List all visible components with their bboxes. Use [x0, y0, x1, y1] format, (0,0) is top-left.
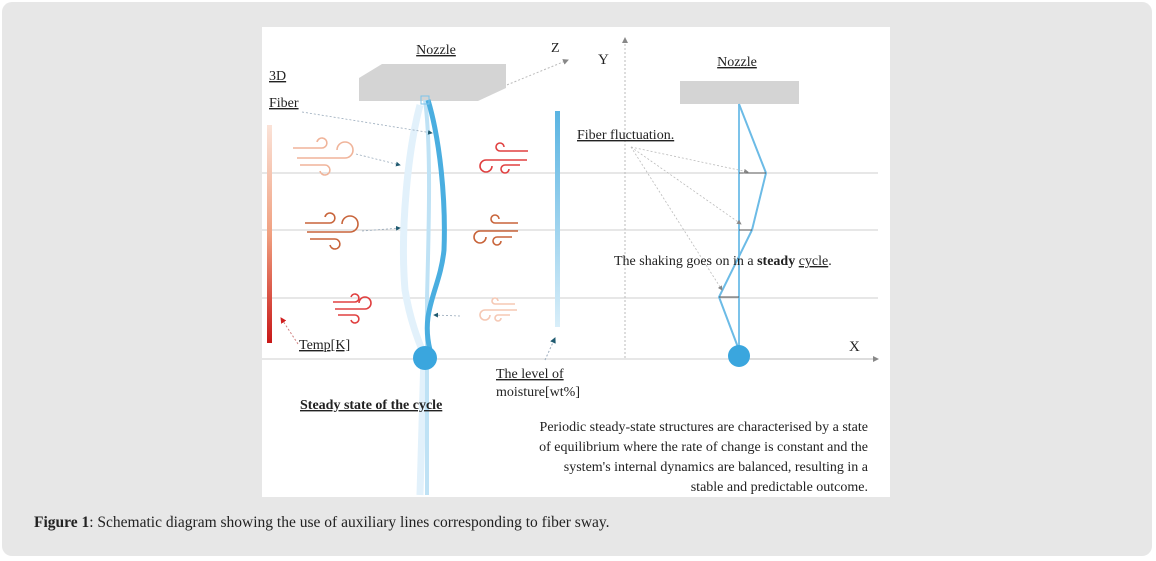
- label-3d: 3D: [269, 69, 286, 84]
- fiber-fluctuation-label: Fiber fluctuation.: [577, 128, 674, 143]
- svg-text:stable and predictable outcome: stable and predictable outcome.: [691, 480, 868, 495]
- wind-icon: [305, 212, 359, 250]
- svg-text:system's internal dynamics are: system's internal dynamics are balanced,…: [564, 460, 869, 475]
- fiber-3d: [399, 95, 447, 496]
- nozzle-2d-label: Nozzle: [717, 55, 757, 70]
- nozzle-2d-block: [680, 81, 799, 104]
- moisture-label-line2: moisture[wt%]: [496, 385, 580, 400]
- wind-icons: [293, 137, 528, 324]
- wind-icon: [293, 137, 354, 176]
- shaking-label: The shaking goes on in a steady cycle.: [614, 254, 832, 269]
- fiber-2d: [717, 103, 768, 367]
- axis-z-label: Z: [551, 41, 560, 56]
- moisture-label-line1: The level of: [496, 367, 564, 382]
- label-fiber: Fiber: [269, 96, 299, 111]
- steady-state-label: Steady state of the cycle: [300, 398, 442, 413]
- wind-icon: [333, 293, 372, 324]
- fiber-end-ball-2d: [728, 345, 750, 367]
- moisture-bar: [555, 111, 560, 327]
- description-text: Periodic steady-state structures are cha…: [539, 420, 869, 495]
- figure-caption: Figure 1: Schematic diagram showing the …: [34, 514, 610, 532]
- wind-icon: [479, 297, 517, 322]
- fiber-end-ball-3d: [413, 346, 437, 370]
- temp-label: Temp[K]: [299, 338, 350, 353]
- svg-text:Periodic steady-state structur: Periodic steady-state structures are cha…: [540, 420, 868, 435]
- svg-text:of equilibrium where the rate: of equilibrium where the rate of change …: [539, 440, 868, 455]
- figure-panel: [262, 27, 890, 497]
- nozzle-3d-block: [359, 64, 506, 101]
- wind-icon: [479, 142, 528, 174]
- axis-x-label: X: [849, 339, 860, 355]
- caption-text: : Schematic diagram showing the use of a…: [89, 514, 610, 531]
- wind-icon: [473, 214, 518, 246]
- axis-y-label: Y: [598, 52, 609, 68]
- caption-label: Figure 1: [34, 514, 90, 531]
- nozzle-3d-label: Nozzle: [416, 43, 456, 58]
- temperature-bar: [267, 125, 272, 343]
